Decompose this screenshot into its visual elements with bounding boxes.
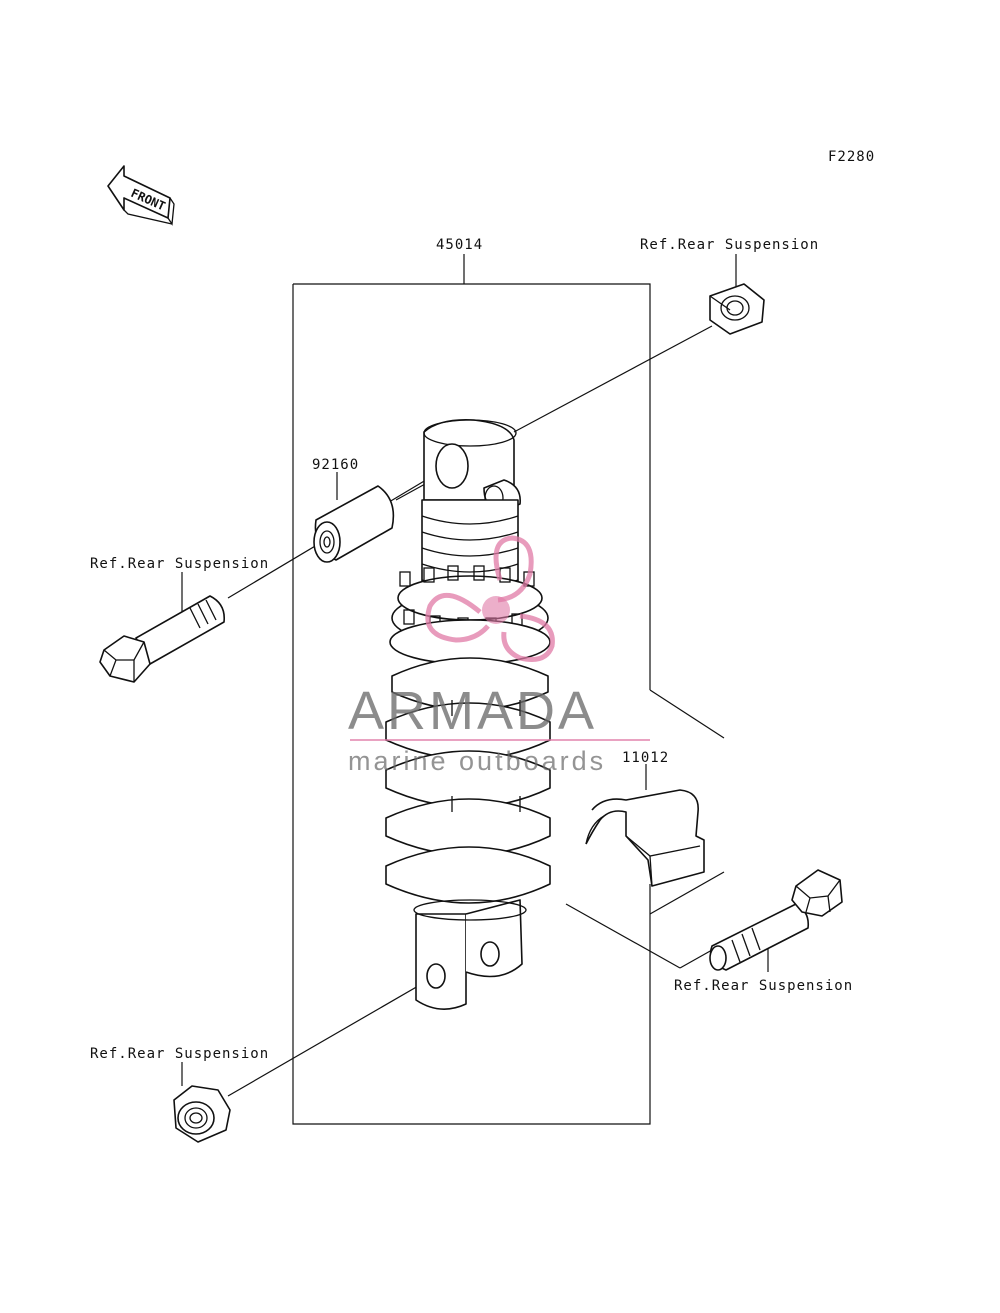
callout-ref-nut-bottom: Ref.Rear Suspension: [90, 1046, 269, 1062]
top-bolt: [99, 595, 226, 683]
callout-92160: 92160: [312, 457, 359, 473]
bottom-bolt: [709, 869, 843, 971]
figure-code: F2280: [828, 149, 875, 165]
assembly-bracket: [292, 254, 725, 1125]
callout-45014: 45014: [436, 237, 483, 253]
callout-11012: 11012: [622, 750, 669, 766]
callout-ref-bolt-bottom: Ref.Rear Suspension: [674, 978, 853, 994]
watermark-logo-icon: [425, 535, 555, 662]
bottom-nut: [173, 1085, 231, 1143]
callout-ref-nut-top: Ref.Rear Suspension: [640, 237, 819, 253]
top-nut: [709, 283, 765, 335]
shock-absorber: [385, 418, 551, 1010]
watermark-brand: ARMADA: [348, 681, 597, 741]
callout-ref-bolt-top: Ref.Rear Suspension: [90, 556, 269, 572]
watermark: ARMADA marine outboards: [348, 535, 650, 776]
bushing-92160: [313, 485, 395, 563]
watermark-tagline: marine outboards: [348, 746, 606, 776]
clamp-11012: [585, 789, 705, 887]
front-arrow-icon: FRONT: [107, 165, 175, 226]
